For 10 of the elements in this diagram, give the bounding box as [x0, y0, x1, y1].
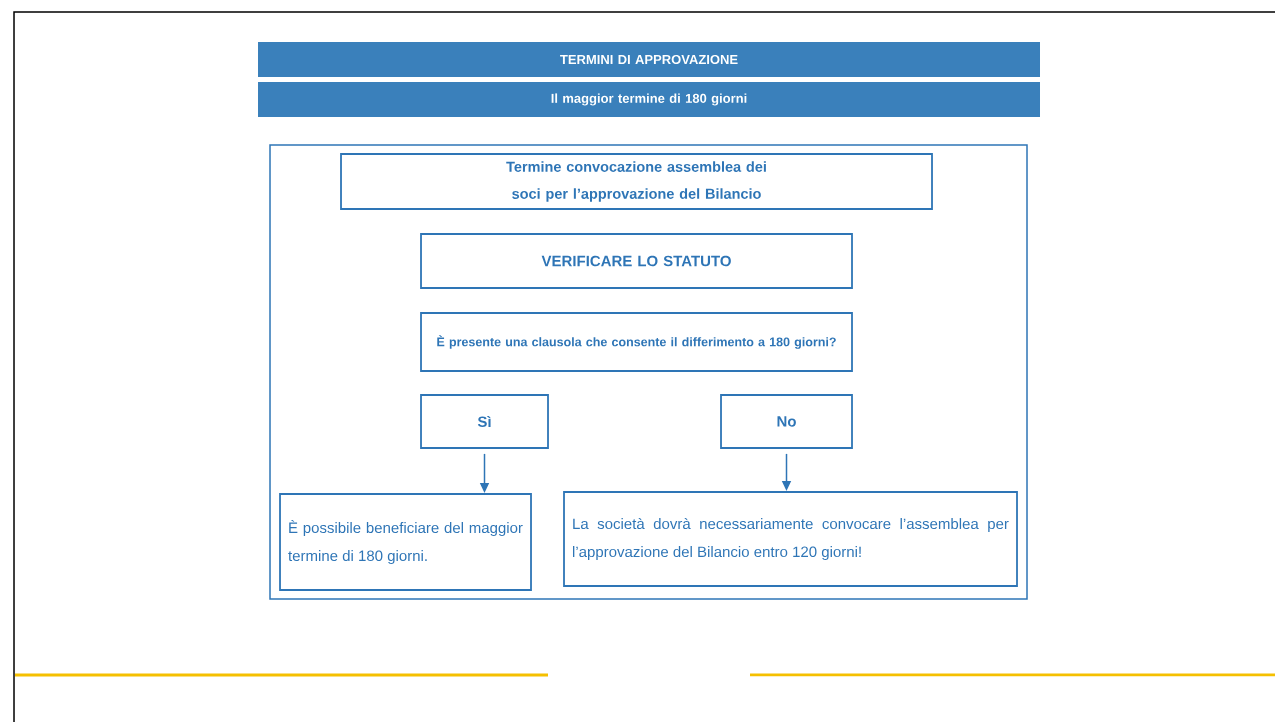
header-band: Il maggior termine di 180 giorni: [258, 82, 1040, 117]
frame-box: [269, 144, 1028, 600]
process-box: Termine convocazione assemblea dei soci per l’approvazione del Bilancio: [340, 153, 933, 210]
result-box: La società dovrà necessariamente convocare l’assemblea per l’approvazione del Bilancio entro 120 giorni!: [563, 491, 1018, 587]
process-box: No: [720, 394, 853, 449]
header-band: TERMINI DI APPROVAZIONE: [258, 42, 1040, 77]
question-box: È presente una clausola che consente il differimento a 180 giorni?: [420, 312, 853, 372]
process-box: Sì: [420, 394, 549, 449]
process-box: VERIFICARE LO STATUTO: [420, 233, 853, 289]
result-box: È possibile beneficiare del maggior termine di 180 giorni.: [279, 493, 532, 591]
